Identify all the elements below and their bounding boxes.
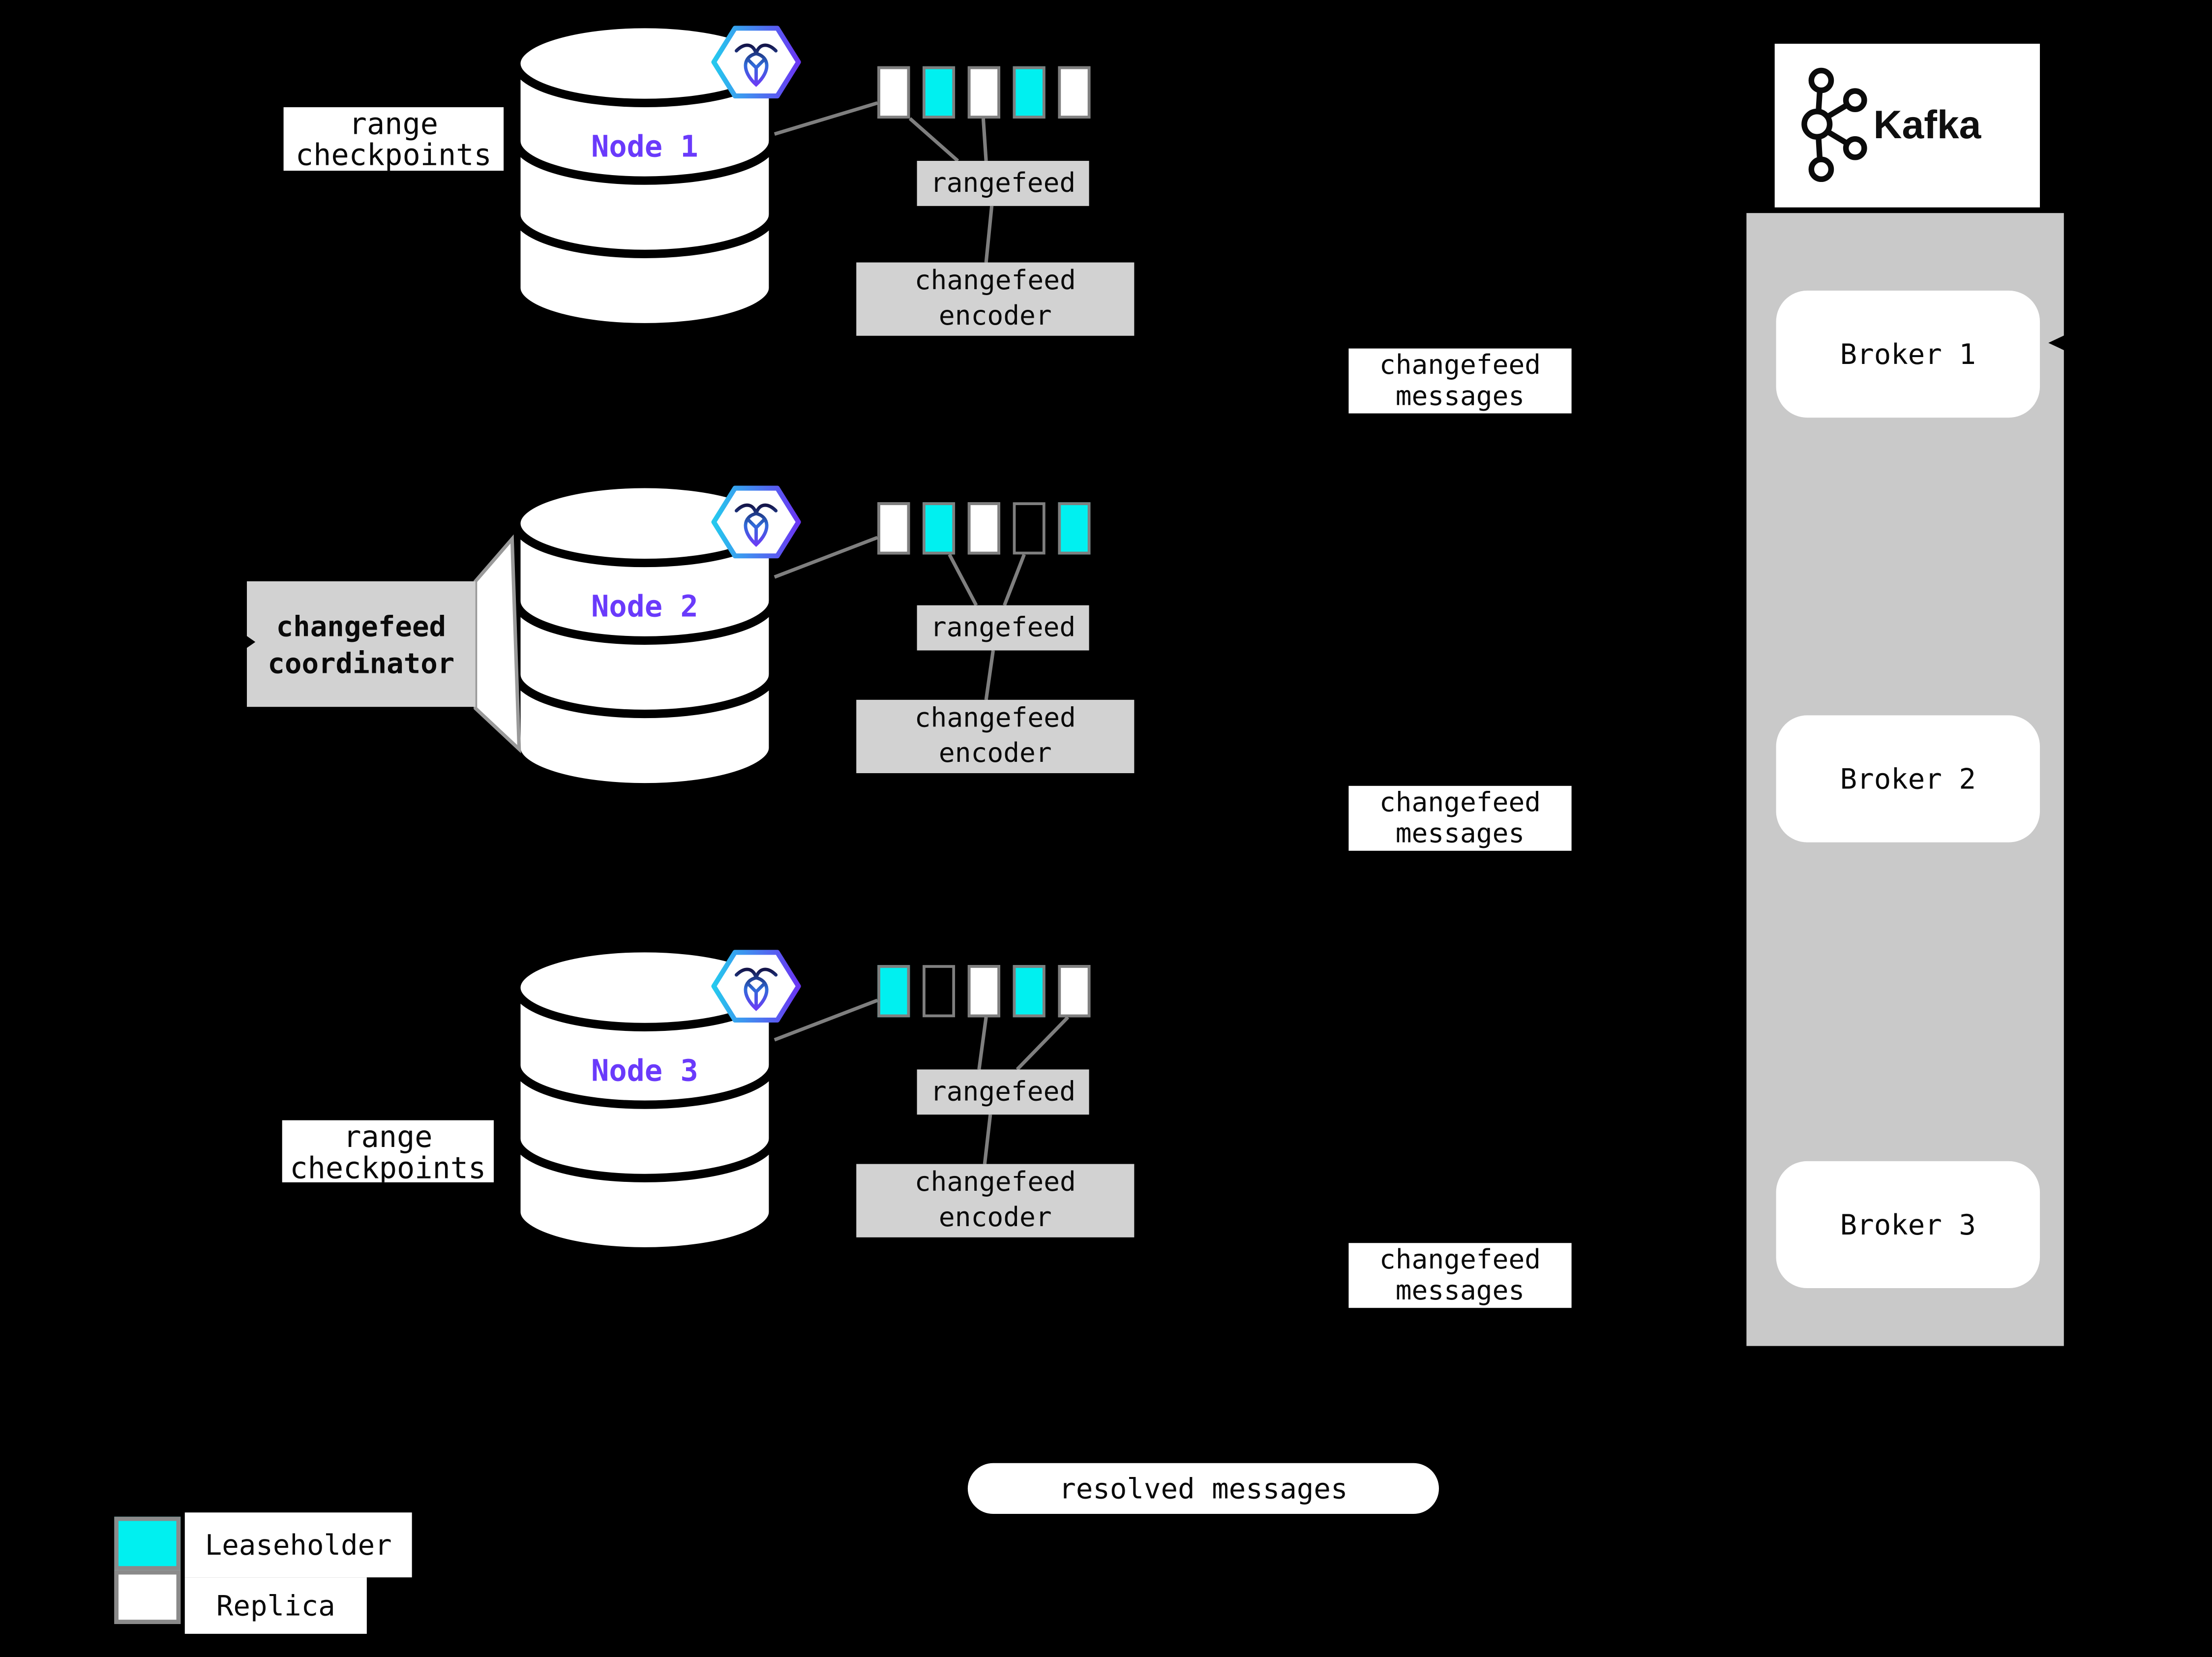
changefeed-encoder-box-node2: changefeed encoder	[856, 699, 1135, 774]
cockroachdb-logo-icon	[711, 26, 801, 99]
changefeed-encoder-box-node1: changefeed encoder	[856, 262, 1135, 336]
range-rect	[877, 66, 910, 119]
range-rect	[967, 965, 1000, 1018]
range-rect	[877, 502, 910, 555]
node-2-label: Node 2	[591, 590, 698, 624]
rangefeed-box-node2: rangefeed	[917, 605, 1089, 651]
range-rect	[923, 66, 956, 119]
node-1-label: Node 1	[591, 129, 698, 164]
node1-database-cylinder	[512, 20, 777, 332]
range-rect	[923, 502, 956, 555]
node1-connector-lines	[774, 101, 994, 263]
range-rect	[1058, 965, 1091, 1018]
range-rect	[1013, 66, 1046, 119]
legend-leaseholder-swatch	[114, 1516, 181, 1570]
node2-connector-lines	[774, 536, 1026, 700]
broker-2-label: Broker 2	[1840, 762, 1976, 796]
node3-connector-lines	[774, 998, 1070, 1165]
range-rect	[1013, 965, 1046, 1018]
range-rect	[1013, 502, 1046, 555]
changefeed-messages-label-node1: changefeed messages	[1348, 348, 1572, 414]
range-checkpoints-label-node1: range checkpoints	[283, 107, 504, 171]
range-rect	[967, 502, 1000, 555]
kafka-wordmark: Kafka	[1873, 103, 1981, 147]
changefeed-encoder-box-node3: changefeed encoder	[856, 1164, 1135, 1237]
broker-1-label: Broker 1	[1840, 337, 1976, 371]
range-rect	[967, 66, 1000, 119]
range-rect	[1058, 502, 1091, 555]
cockroachdb-logo-icon	[711, 950, 801, 1023]
legend-replica-swatch	[114, 1570, 181, 1624]
cockroachdb-logo-icon	[711, 485, 801, 559]
broker-3: Broker 3	[1776, 1161, 2040, 1289]
rangefeed-box-node3: rangefeed	[917, 1069, 1089, 1115]
node-3-label: Node 3	[591, 1054, 698, 1088]
resolved-messages-pill: resolved messages	[967, 1463, 1439, 1514]
range-rect	[877, 965, 910, 1018]
range-checkpoints-label-node3: range checkpoints	[282, 1120, 494, 1182]
range-rect	[1058, 66, 1091, 119]
legend-replica-label: Replica	[184, 1577, 367, 1634]
broker-2: Broker 2	[1776, 715, 2040, 843]
range-rect	[923, 965, 956, 1018]
legend-leaseholder-label: Leaseholder	[184, 1512, 412, 1578]
arrow-left-icon	[2048, 331, 2073, 355]
changefeed-coordinator-box: changefeed coordinator	[247, 581, 476, 707]
broker-1: Broker 1	[1776, 290, 2040, 418]
node3-database-cylinder	[512, 944, 777, 1256]
rangefeed-box-node1: rangefeed	[917, 161, 1089, 206]
changefeed-messages-label-node3: changefeed messages	[1348, 1243, 1572, 1308]
broker-3-label: Broker 3	[1840, 1207, 1976, 1242]
arrow-right-icon	[241, 632, 256, 652]
changefeed-messages-label-node2: changefeed messages	[1348, 785, 1572, 851]
